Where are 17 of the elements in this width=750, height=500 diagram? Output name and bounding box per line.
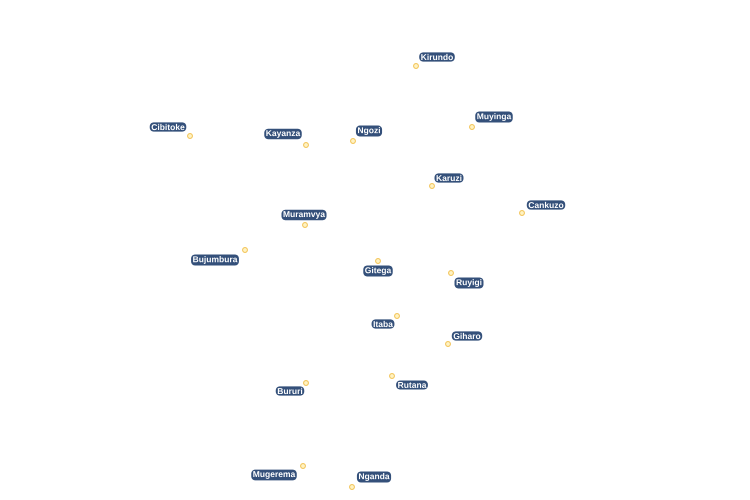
- place-label: Kirundo: [419, 52, 455, 62]
- place-label: Cankuzo: [526, 200, 566, 210]
- place-label: Muramvya: [281, 210, 327, 220]
- place-label: Cibitoke: [150, 122, 186, 132]
- place-label: Ruyigi: [454, 278, 484, 288]
- place-label: Kayanza: [264, 128, 302, 140]
- place-label: Muyinga: [475, 112, 513, 122]
- place-label: Itaba: [372, 319, 394, 329]
- place-label: Nganda: [356, 472, 392, 482]
- place-label: Karuzi: [434, 173, 464, 183]
- place-label: Mugerema: [251, 470, 297, 480]
- place-label: Bururi: [276, 386, 304, 396]
- place-label: Rutana: [396, 380, 428, 390]
- place-label: Giharo: [452, 331, 482, 341]
- place-label: Bujumbura: [191, 254, 239, 266]
- place-label: Ngozi: [356, 126, 382, 136]
- place-label: Gitega: [363, 266, 393, 276]
